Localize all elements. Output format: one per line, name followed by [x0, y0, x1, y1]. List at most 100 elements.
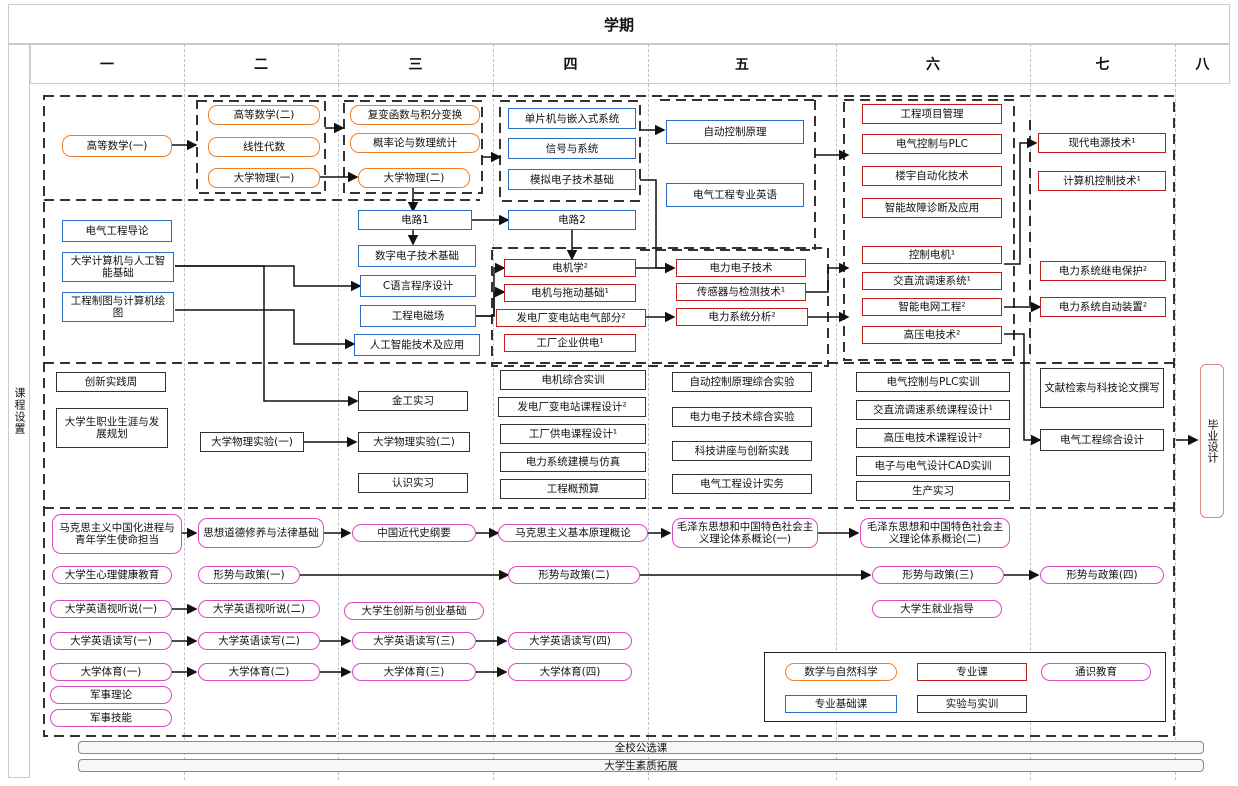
course-speed-control: 交直流调速系统¹ — [862, 272, 1002, 290]
practice-metalwork: 金工实习 — [358, 391, 468, 411]
course-computer-ai-basics: 大学计算机与人工智能基础 — [62, 252, 174, 282]
course-ee-english: 电气工程专业英语 — [666, 183, 804, 207]
practice-motor-lab: 电机综合实训 — [500, 370, 646, 390]
side-label: 课程设置 — [8, 44, 30, 778]
course-english-listening-1: 大学英语视听说(一) — [50, 600, 172, 618]
course-automatic-control: 自动控制原理 — [666, 120, 804, 144]
course-signals: 信号与系统 — [508, 138, 636, 159]
course-english-reading-4: 大学英语读写(四) — [508, 632, 632, 650]
course-mao-theory-1: 毛泽东思想和中国特色社会主义理论体系概论(一) — [672, 518, 818, 548]
practice-plc-lab: 电气控制与PLC实训 — [856, 372, 1010, 392]
course-advanced-math-2: 高等数学(二) — [208, 105, 320, 125]
semester-6: 六 — [926, 57, 940, 73]
practice-literature: 文献检索与科技论文撰写 — [1040, 368, 1164, 408]
course-power-system-analysis: 电力系统分析² — [676, 308, 808, 326]
column-divider — [1175, 44, 1176, 780]
practice-cognition: 认识实习 — [358, 473, 468, 493]
course-relay-protection: 电力系统继电保护² — [1040, 261, 1166, 281]
course-project-management: 工程项目管理 — [862, 104, 1002, 124]
legend-math-science: 数学与自然科学 — [785, 663, 897, 681]
course-pe-1: 大学体育(一) — [50, 663, 172, 681]
course-pe-2: 大学体育(二) — [198, 663, 320, 681]
course-morality-law: 思想道德修养与法律基础 — [198, 518, 324, 548]
course-military-skills: 军事技能 — [50, 709, 172, 727]
legend-general: 通识教育 — [1041, 663, 1151, 681]
legend-major: 专业课 — [917, 663, 1027, 681]
practice-physics-lab-1: 大学物理实验(一) — [200, 432, 304, 452]
semester-1: 一 — [100, 57, 114, 73]
course-control-motors: 控制电机¹ — [862, 246, 1002, 264]
course-fault-diagnosis: 智能故障诊断及应用 — [862, 198, 1002, 218]
semester-5: 五 — [735, 57, 749, 73]
course-motor-drives: 电机与拖动基础¹ — [504, 284, 636, 302]
course-automatic-devices: 电力系统自动装置² — [1040, 297, 1166, 317]
course-complex-functions: 复变函数与积分变换 — [350, 105, 480, 125]
course-physics-2: 大学物理(二) — [358, 168, 470, 188]
course-english-listening-2: 大学英语视听说(二) — [198, 600, 320, 618]
outer-dashed-frame — [43, 95, 1175, 737]
course-ai-applications: 人工智能技术及应用 — [354, 334, 480, 356]
course-factory-power: 工厂企业供电¹ — [504, 334, 636, 352]
course-linear-algebra: 线性代数 — [208, 137, 320, 157]
course-mao-theory-2: 毛泽东思想和中国特色社会主义理论体系概论(二) — [860, 518, 1010, 548]
semester-3: 三 — [408, 57, 423, 73]
course-sensors: 传感器与检测技术¹ — [676, 283, 806, 301]
practice-physics-lab-2: 大学物理实验(二) — [358, 432, 470, 452]
column-divider — [338, 44, 339, 780]
course-physics-1: 大学物理(一) — [208, 168, 320, 188]
course-modern-power-supply: 现代电源技术¹ — [1038, 133, 1166, 153]
column-divider — [836, 44, 837, 780]
legend-foundation: 专业基础课 — [785, 695, 897, 713]
semester-7: 七 — [1095, 57, 1110, 73]
course-c-programming: C语言程序设计 — [360, 275, 476, 297]
practice-power-plant-design: 发电厂变电站课程设计² — [498, 397, 646, 417]
course-policy-1: 形势与政策(一) — [198, 566, 300, 584]
course-pe-3: 大学体育(三) — [352, 663, 476, 681]
graduation-project: 毕业设计 — [1200, 364, 1224, 518]
course-digital-electronics: 数字电子技术基础 — [358, 245, 476, 267]
course-building-automation: 楼宇自动化技术 — [862, 166, 1002, 186]
practice-modeling: 电力系统建模与仿真 — [500, 452, 646, 472]
legend-lab: 实验与实训 — [917, 695, 1027, 713]
course-electric-machines: 电机学² — [504, 259, 636, 277]
legend: 数学与自然科学 专业课 通识教育 专业基础课 实验与实训 — [764, 652, 1166, 722]
course-circuits-2: 电路2 — [508, 210, 636, 230]
course-power-plant: 发电厂变电站电气部分² — [496, 309, 646, 327]
semester-header-row — [30, 44, 1230, 84]
course-entrepreneurship: 大学生创新与创业基础 — [344, 602, 484, 620]
practice-innovation-week: 创新实践周 — [56, 372, 166, 392]
course-pe-4: 大学体育(四) — [508, 663, 632, 681]
course-marxism-principles: 马克思主义基本原理概论 — [498, 524, 648, 542]
course-english-reading-2: 大学英语读写(二) — [198, 632, 320, 650]
course-power-electronics: 电力电子技术 — [676, 259, 806, 277]
course-analog-electronics: 模拟电子技术基础 — [508, 169, 636, 190]
semester-8: 八 — [1195, 57, 1210, 73]
course-smart-grid: 智能电网工程² — [862, 298, 1002, 316]
course-policy-2: 形势与政策(二) — [508, 566, 640, 584]
course-mental-health: 大学生心理健康教育 — [52, 566, 172, 584]
course-policy-3: 形势与政策(三) — [872, 566, 1004, 584]
course-em-fields: 工程电磁场 — [360, 305, 476, 327]
practice-hv-design: 高压电技术课程设计² — [856, 428, 1010, 448]
practice-career-planning: 大学生职业生涯与发展规划 — [56, 408, 168, 448]
practice-design-practice: 电气工程设计实务 — [672, 474, 812, 494]
course-engineering-drawing: 工程制图与计算机绘图 — [62, 292, 174, 322]
elective-bar: 全校公选课 — [78, 741, 1204, 754]
course-career-guidance: 大学生就业指导 — [872, 600, 1002, 618]
practice-speed-design: 交直流调速系统课程设计¹ — [856, 400, 1010, 420]
course-ee-intro: 电气工程导论 — [62, 220, 172, 242]
course-mcu: 单片机与嵌入式系统 — [508, 108, 636, 129]
course-english-reading-3: 大学英语读写(三) — [352, 632, 476, 650]
column-divider — [493, 44, 494, 780]
course-computer-control: 计算机控制技术¹ — [1038, 171, 1166, 191]
column-divider — [184, 44, 185, 780]
practice-factory-supply-design: 工厂供电课程设计¹ — [500, 424, 646, 444]
practice-budget: 工程概预算 — [500, 479, 646, 499]
course-high-voltage: 高压电技术² — [862, 326, 1002, 344]
semester-2: 二 — [254, 57, 268, 73]
quality-bar: 大学生素质拓展 — [78, 759, 1204, 772]
course-probability: 概率论与数理统计 — [350, 133, 480, 153]
practice-control-lab: 自动控制原理综合实验 — [672, 372, 812, 392]
column-divider — [1030, 44, 1031, 780]
